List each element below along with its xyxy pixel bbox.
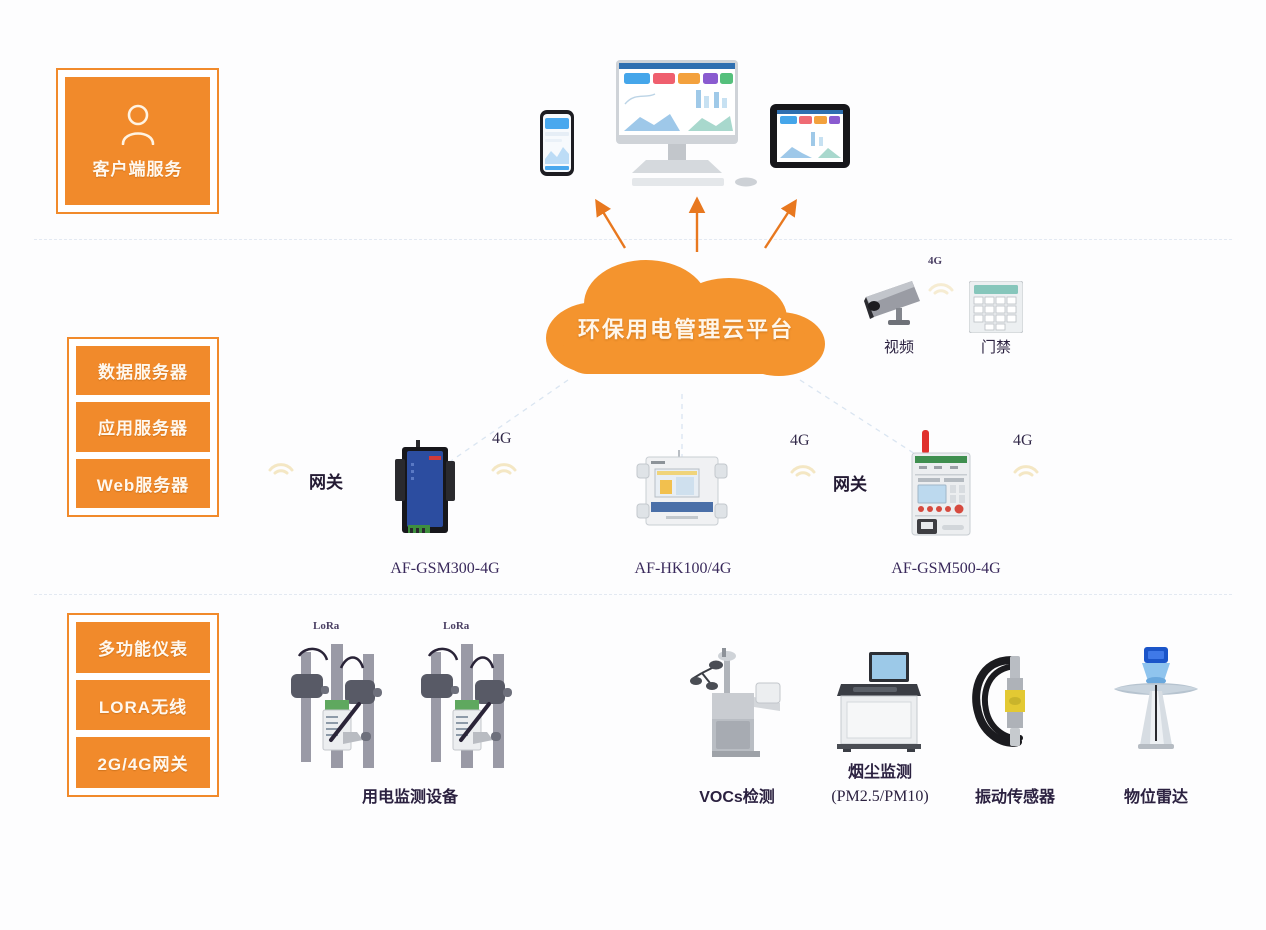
lora-tag-right: LoRa xyxy=(443,620,470,632)
vibration-sensor-caption: 振动传感器 xyxy=(974,789,1055,806)
panel-2g4g-gateway: 2G/4G网关 xyxy=(76,737,210,789)
door-access-caption: 门禁 xyxy=(980,339,1011,356)
panel-field-devices[interactable]: 多功能仪表 LORA无线 2G/4G网关 xyxy=(67,613,219,797)
smartphone-icon xyxy=(540,110,574,176)
cloud-to-client-arrows xyxy=(585,190,810,260)
user-icon xyxy=(118,103,158,145)
power-monitoring-caption: 用电监测设备 xyxy=(361,789,458,806)
gateway1-right-wifi-icon xyxy=(487,452,521,476)
client-devices-group xyxy=(528,52,858,202)
door-access-keypad-icon xyxy=(968,280,1024,338)
gateway3-right-wifi-icon xyxy=(1009,454,1043,478)
dust-monitor-icon xyxy=(833,648,925,757)
power-monitoring-equipment-icon-1 xyxy=(283,640,393,775)
gateway1-left-wifi-icon xyxy=(264,452,298,476)
band-separator-bottom xyxy=(34,594,1232,595)
af-gsm500-4g-icon xyxy=(904,430,976,543)
panel-client-service[interactable]: 客户端服务 xyxy=(56,68,219,214)
panel-servers[interactable]: 数据服务器 应用服务器 Web服务器 xyxy=(67,337,219,517)
panel-server-data: 数据服务器 xyxy=(76,346,210,396)
af-hk100-4g-caption: AF-HK100/4G xyxy=(634,560,732,577)
level-radar-caption: 物位雷达 xyxy=(1123,789,1188,806)
gateway2-right-wifi-icon xyxy=(786,454,820,478)
desktop-monitor-icon xyxy=(616,60,757,187)
video-camera-caption: 视频 xyxy=(883,339,914,356)
video-camera-icon xyxy=(862,275,936,336)
gateway1-right-label: 4G xyxy=(492,430,512,447)
vibration-sensor-icon xyxy=(966,650,1062,759)
panel-lora-wireless: LORA无线 xyxy=(76,679,210,731)
gateway2-far-label: 网关 xyxy=(833,475,867,494)
tablet-icon xyxy=(770,104,850,168)
panel-server-application: 应用服务器 xyxy=(76,402,210,452)
af-gsm500-4g-caption: AF-GSM500-4G xyxy=(891,560,1001,577)
panel-multifunction-meter: 多功能仪表 xyxy=(76,622,210,673)
gateway2-right-label: 4G xyxy=(790,432,810,449)
panel-server-web: Web服务器 xyxy=(76,458,210,508)
lora-tag-left: LoRa xyxy=(313,620,340,632)
vocs-detector-caption: VOCs检测 xyxy=(699,789,775,806)
camera-network-tag: 4G xyxy=(928,255,943,267)
gateway3-right-label: 4G xyxy=(1013,432,1033,449)
power-monitoring-equipment-icon-2 xyxy=(413,640,523,775)
dust-monitor-caption-2: (PM2.5/PM10) xyxy=(831,788,929,805)
camera-wifi-icon xyxy=(924,272,958,296)
cloud-platform[interactable]: 环保用电管理云平台 xyxy=(541,252,831,394)
af-gsm300-4g-caption: AF-GSM300-4G xyxy=(390,560,500,577)
dust-monitor-caption: 烟尘监测 xyxy=(847,764,912,781)
af-hk100-4g-icon xyxy=(632,450,732,537)
cloud-platform-label: 环保用电管理云平台 xyxy=(577,317,794,342)
band-separator-top xyxy=(34,239,1232,240)
af-gsm300-4g-icon xyxy=(391,439,459,544)
vocs-detector-icon xyxy=(688,645,788,768)
level-radar-icon xyxy=(1106,645,1206,760)
panel-client-label: 客户端服务 xyxy=(92,159,183,179)
gateway1-left-label: 网关 xyxy=(309,473,343,492)
panel-client-cell: 客户端服务 xyxy=(65,77,210,205)
